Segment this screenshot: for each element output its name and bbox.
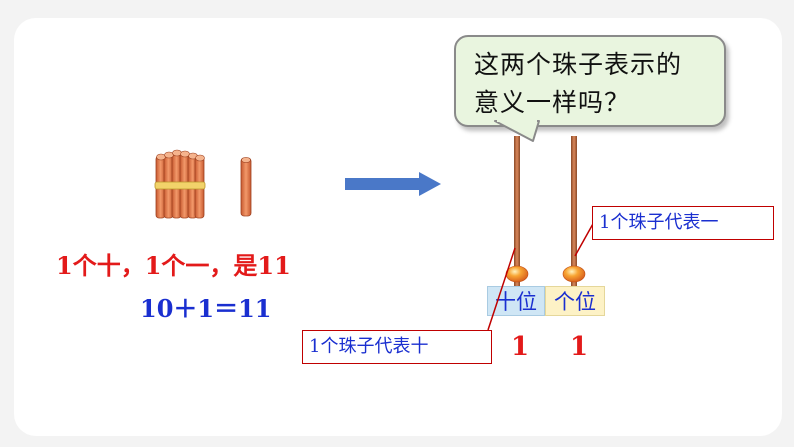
ones-rod [571,136,577,296]
tens-bead-callout: 1个珠子代表十 [302,330,492,364]
addition-equation: 10＋1＝11 [140,294,272,323]
question-line-2: 意义一样吗？ [474,88,631,117]
abacus-rods [505,136,586,296]
bundle-of-ten-sticks-icon [154,149,206,219]
right-arrow-icon [345,172,441,196]
question-line-1: 这两个珠子表示的 [474,50,683,79]
question-speech-bubble: 这两个珠子表示的 意义一样吗？ [454,35,726,127]
tens-digit: 1 [511,332,530,362]
ones-bead-icon [562,265,586,283]
tens-place-label: 十位 [487,286,545,316]
tens-rod [514,136,520,296]
speech-bubble-tail [494,118,540,142]
ones-bead-callout: 1个珠子代表一 [592,206,774,240]
ones-digit: 1 [570,332,589,362]
quantity-caption: 1个十，1个一，是11 [56,251,291,280]
single-stick-icon [240,157,252,217]
ones-place-label: 个位 [545,286,605,316]
